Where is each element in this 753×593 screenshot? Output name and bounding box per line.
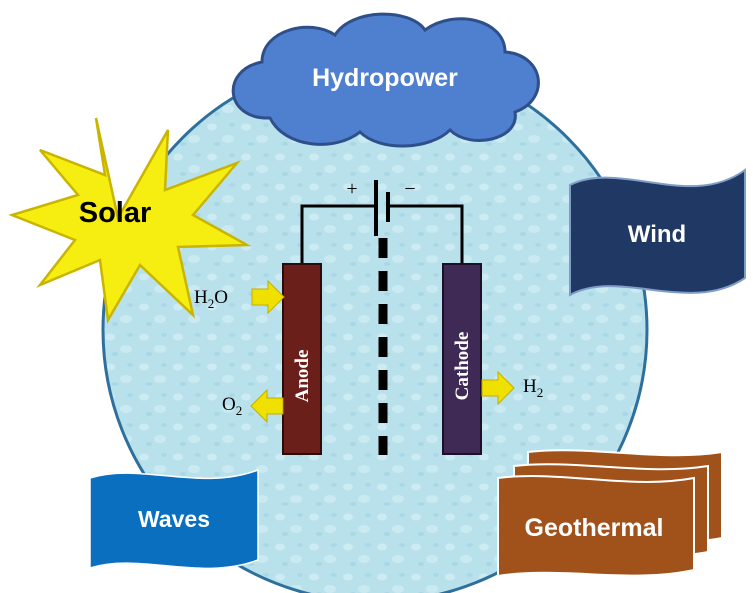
circuit: + −	[300, 178, 464, 264]
cathode-electrode: Cathode	[442, 263, 482, 455]
waves-label: Waves	[138, 506, 210, 532]
geothermal-stack: Geothermal	[497, 449, 723, 578]
anode-label: Anode	[292, 350, 313, 403]
solar-sun: Solar	[8, 117, 252, 324]
wind-label: Wind	[628, 221, 686, 248]
water-circle	[101, 56, 649, 593]
oxygen-output-label: O2	[222, 394, 242, 418]
water-input-arrow: H2O	[194, 279, 285, 315]
water-input-label: H2O	[194, 287, 228, 311]
cathode-label: Cathode	[452, 332, 473, 401]
hydrogen-output-label: H2	[523, 376, 543, 400]
solar-label: Solar	[79, 197, 152, 229]
minus-terminal: −	[404, 178, 415, 200]
wind-flag: Wind	[569, 168, 746, 297]
anode-electrode: Anode	[282, 263, 322, 455]
hydropower-cloud: Hydropower	[231, 12, 540, 148]
hydrogen-output-arrow: H2	[481, 370, 543, 406]
oxygen-output-arrow: O2	[222, 388, 284, 424]
battery-icon	[374, 180, 390, 236]
geothermal-label: Geothermal	[525, 514, 664, 542]
hydropower-label: Hydropower	[312, 64, 458, 92]
waves-flag: Waves	[89, 468, 259, 570]
plus-terminal: +	[346, 178, 357, 200]
